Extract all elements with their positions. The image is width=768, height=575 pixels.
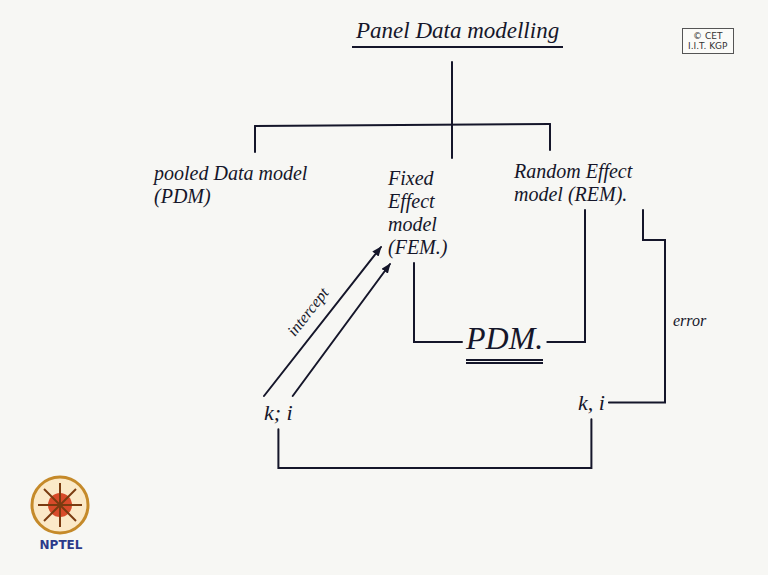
connector-line	[293, 264, 390, 396]
node-text: k, i	[578, 390, 605, 415]
handwritten-node: PDM.	[462, 316, 547, 368]
tree-branch	[549, 124, 551, 150]
tree-bar	[255, 124, 550, 126]
handwritten-node: k, i	[574, 386, 609, 419]
tree-branch	[254, 126, 256, 152]
connector-line	[414, 263, 462, 342]
connector-line	[609, 210, 665, 403]
edge-label: error	[670, 312, 709, 330]
connector-line	[547, 210, 585, 342]
tree-branch	[451, 120, 453, 158]
watermark-box: © CETI.I.T. KGP	[682, 28, 734, 54]
node-text: Fixed Effect model (FEM.)	[388, 167, 462, 259]
edge-label: intercept	[282, 281, 335, 341]
node-text: PDM.	[466, 320, 543, 364]
connector-line	[264, 247, 381, 396]
handwritten-node: Fixed Effect model (FEM.)	[384, 163, 466, 263]
watermark-text: I.I.T. KGP	[688, 41, 728, 51]
node-text: Random Effect model (REM).	[514, 160, 654, 206]
handwritten-node: k; i	[260, 396, 297, 429]
diagram-title: Panel Data modelling	[352, 18, 563, 48]
watermark-text: © CET	[688, 31, 728, 41]
connector-line	[278, 419, 591, 468]
handwritten-node: Random Effect model (REM).	[510, 156, 658, 210]
tree-stem	[451, 62, 453, 120]
logo-label: NPTEL	[26, 538, 96, 552]
handwritten-node: pooled Data model (PDM)	[150, 158, 322, 212]
node-text: pooled Data model (PDM)	[154, 162, 318, 208]
nptel-logo	[32, 477, 88, 533]
node-text: k; i	[264, 400, 293, 425]
